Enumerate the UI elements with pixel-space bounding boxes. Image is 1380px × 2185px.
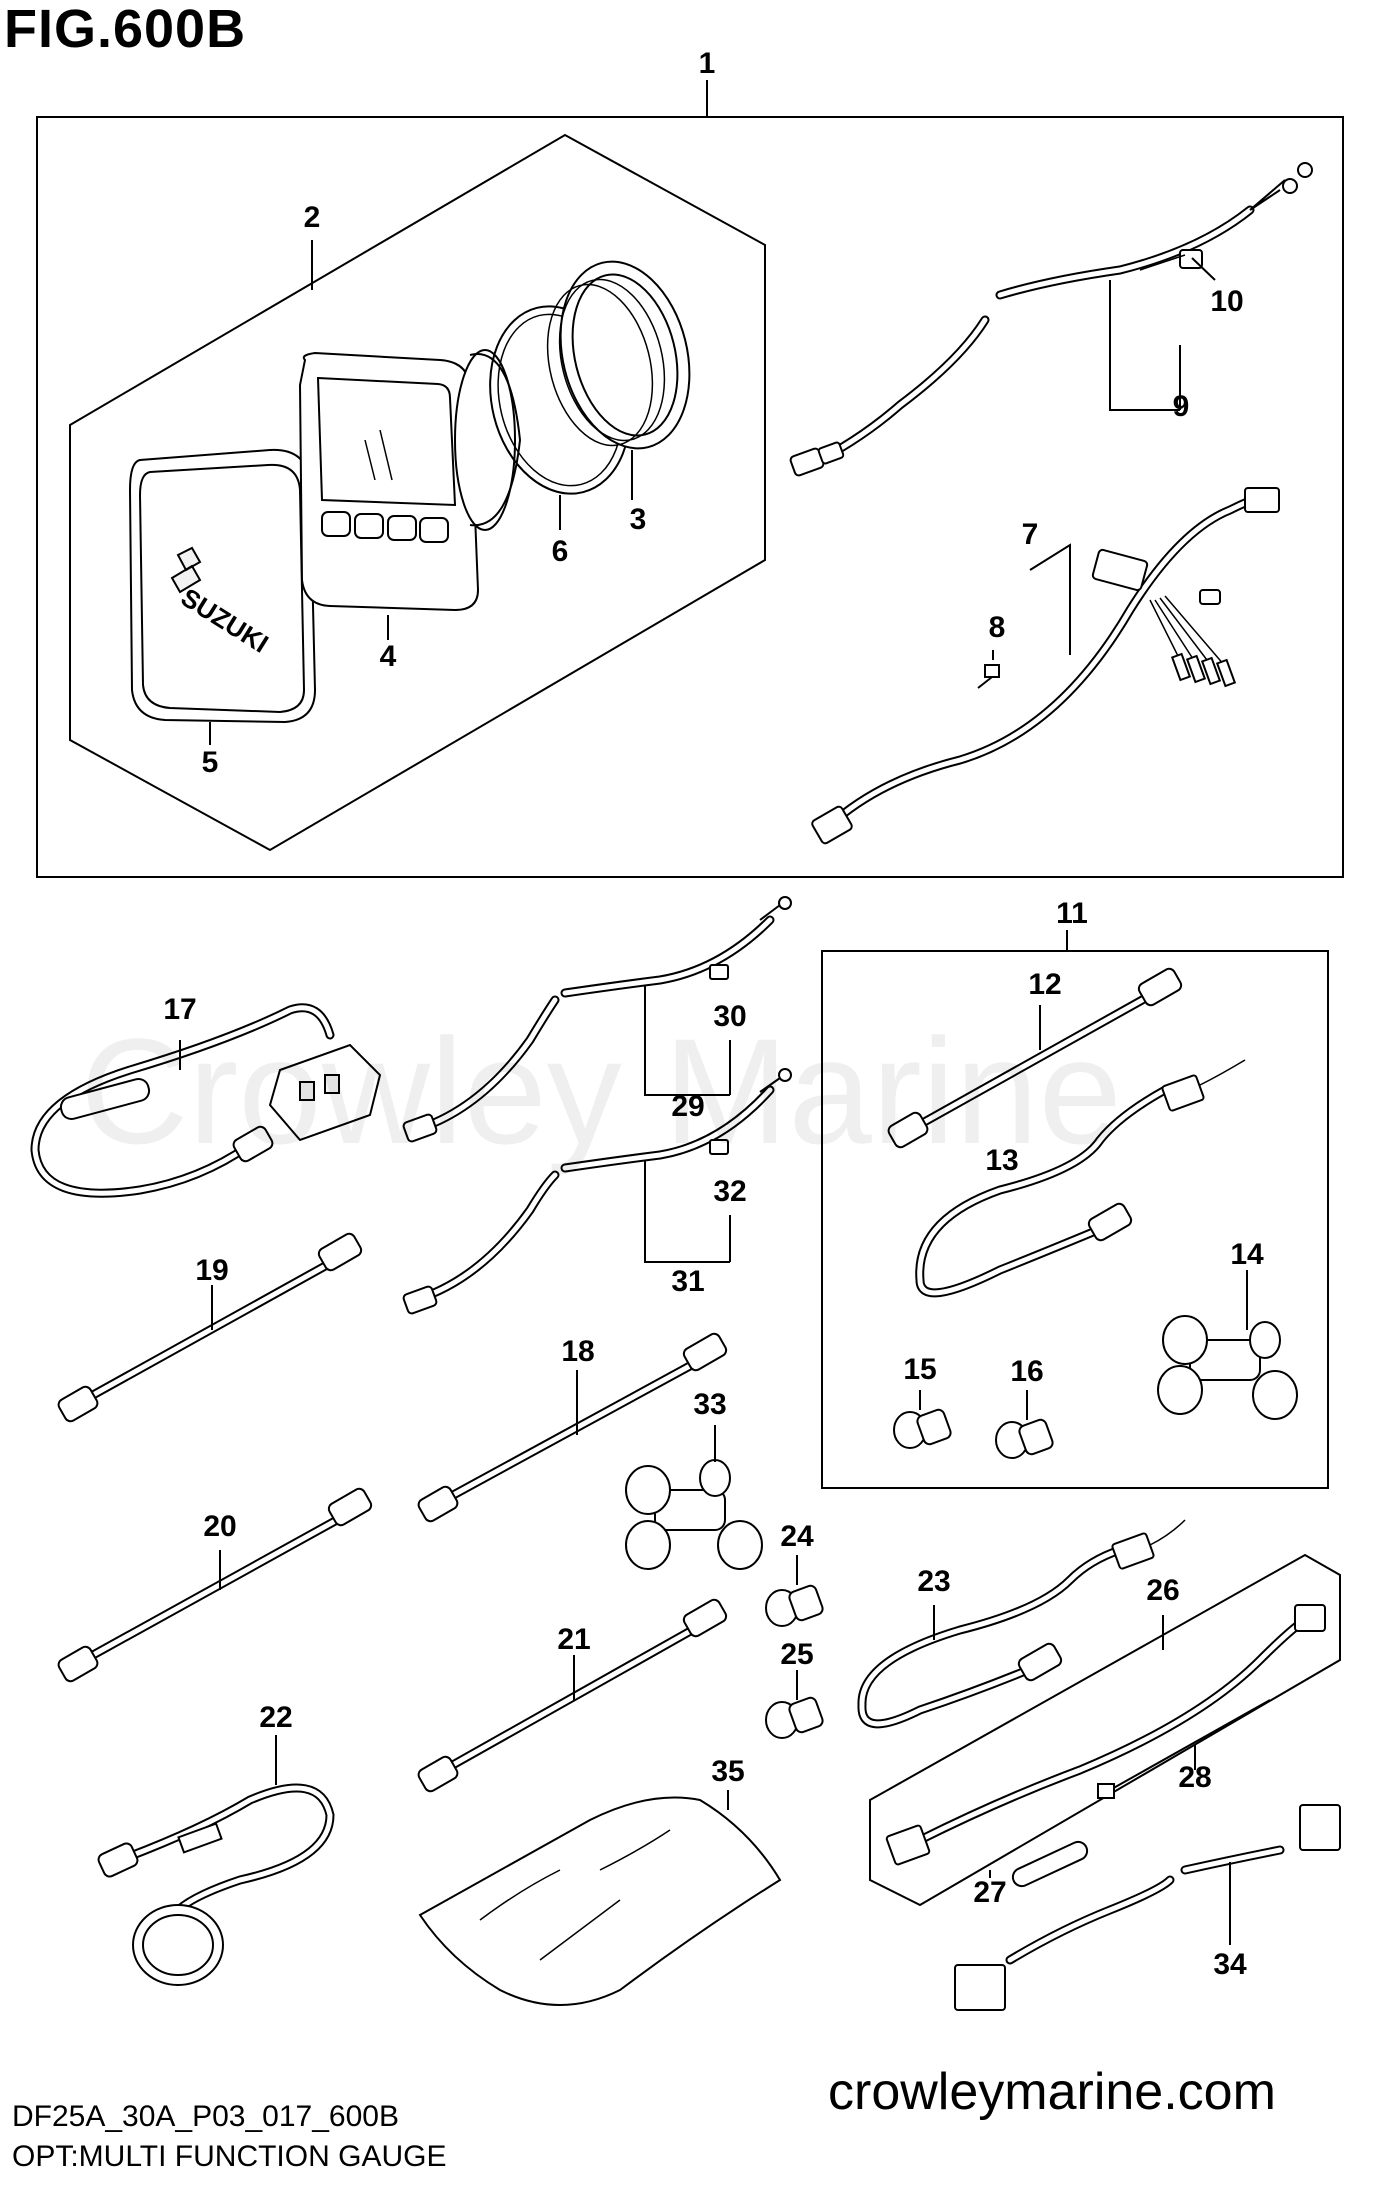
watermark-text: Crowley Marine [80,1007,1122,1175]
mounting-ring-part [546,260,691,450]
callout-31: 31 [671,1265,705,1298]
sensor-22 [97,1783,335,1986]
gauge-body-part [298,349,522,612]
callout-17: 17 [163,993,197,1026]
callout-4: 4 [379,640,397,673]
callout-30: 30 [713,1000,747,1033]
drop-cable-20 [57,1487,373,1683]
callout-29: 29 [671,1090,705,1123]
callout-19: 19 [195,1254,229,1287]
callout-22: 22 [259,1701,293,1734]
callout-3: 3 [629,503,647,536]
terminator-24 [765,1584,824,1627]
callout-8: 8 [988,611,1006,644]
diagram-description: OPT:MULTI FUNCTION GAUGE [12,2140,447,2173]
clip-27 [1011,1840,1089,1888]
callout-32: 32 [713,1175,747,1208]
terminator-16 [995,1418,1054,1459]
figure-title: FIG.600B [4,0,247,59]
gauge-group-platform [69,133,766,852]
assembly-1-frame [36,116,1344,878]
drop-cable-19 [57,1232,363,1423]
callout-16: 16 [1010,1355,1044,1388]
terminator-15 [893,1408,952,1449]
screw-part [977,664,1000,689]
callout-13: 13 [985,1144,1019,1177]
terminator-25 [765,1696,824,1739]
assembly-26-platform [869,1553,1341,1907]
diagram-code: DF25A_30A_P03_017_600B [12,2100,399,2133]
callout-27: 27 [973,1876,1007,1909]
callout-15: 15 [903,1353,937,1386]
callout-6: 6 [551,535,569,568]
callout-35: 35 [711,1755,745,1788]
callout-33: 33 [693,1388,727,1421]
power-harness-part [789,162,1313,477]
harness-34 [954,1804,1341,2011]
callout-34: 34 [1213,1948,1247,1981]
callout-21: 21 [557,1623,591,1656]
callout-11: 11 [1056,897,1088,930]
callout-26: 26 [1146,1574,1180,1607]
t-connector-33 [625,1459,763,1570]
callout-23: 23 [917,1565,951,1598]
callout-5: 5 [201,746,219,779]
callout-28: 28 [1178,1761,1212,1794]
callout-25: 25 [780,1638,814,1671]
callout-7: 7 [1021,518,1039,551]
power-cable-23 [857,1519,1186,1729]
gauge-cover-part: SUZUKI [128,448,317,724]
drop-cable-18 [417,1332,728,1523]
callout-2: 2 [303,201,321,234]
callout-24: 24 [780,1520,814,1553]
callout-10: 10 [1210,285,1244,318]
site-url[interactable]: crowleymarine.com [828,2063,1276,2121]
harness-31 [402,1068,792,1315]
tie-28 [1097,1699,1271,1799]
harness-26 [885,1604,1326,1866]
adapter-cable-17 [30,1003,382,1198]
drop-cable-21 [417,1598,728,1793]
power-cable-13 [915,1059,1246,1298]
bag-35 [418,1796,782,2006]
assembly-11-frame [821,950,1329,1489]
callout-1: 1 [698,47,716,80]
backbone-cable-12 [887,967,1183,1149]
t-connector-14 [1157,1315,1298,1420]
gauge-harness-part [811,487,1280,845]
callout-20: 20 [203,1510,237,1543]
callout-14: 14 [1230,1238,1264,1271]
callout-9: 9 [1172,390,1190,423]
callout-12: 12 [1028,968,1062,1001]
harness-29 [402,896,792,1143]
callout-18: 18 [561,1335,595,1368]
